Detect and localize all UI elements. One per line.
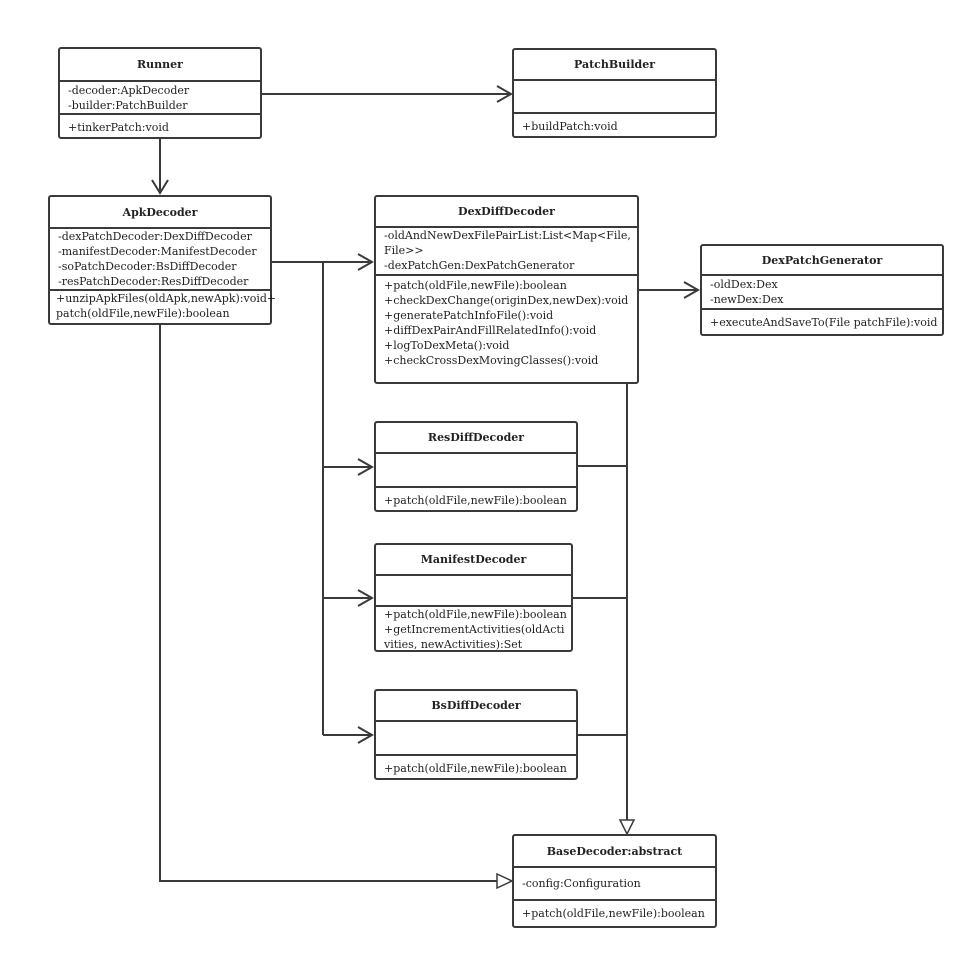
- methods-section: +executeAndSaveTo(File patchFile):void: [702, 308, 942, 330]
- class-runner[interactable]: Runner -decoder:ApkDecoder -builder:Patc…: [58, 47, 262, 139]
- attribute: -resPatchDecoder:ResDiffDecoder: [58, 275, 249, 288]
- class-name: Runner: [137, 58, 183, 71]
- method: +patch(oldFile,newFile):boolean: [384, 279, 567, 292]
- methods-section: +patch(oldFile,newFile):boolean: [514, 899, 715, 921]
- attribute: -decoder:ApkDecoder: [68, 84, 190, 97]
- attribute: -dexPatchGen:DexPatchGenerator: [384, 259, 575, 272]
- runner-to-patchbuilder-arrow: [496, 85, 514, 103]
- attributes-section: [376, 574, 571, 605]
- attribute: -config:Configuration: [522, 877, 641, 890]
- method: +logToDexMeta():void: [384, 339, 510, 352]
- method: +unzipApkFiles(oldApk,newApk):void+: [56, 292, 277, 305]
- method: +executeAndSaveTo(File patchFile):void: [710, 316, 938, 329]
- methods-section: +patch(oldFile,newFile):boolean +checkDe…: [376, 274, 637, 368]
- attribute: -oldDex:Dex: [710, 278, 778, 291]
- to-manifest-arrow: [357, 589, 375, 607]
- method: patch(oldFile,newFile):boolean: [56, 307, 230, 320]
- method: +getIncrementActivities(oldActivities, n…: [384, 623, 565, 651]
- attribute: -builder:PatchBuilder: [68, 99, 188, 112]
- class-name: BsDiffDecoder: [431, 699, 521, 712]
- methods-section: +unzipApkFiles(oldApk,newApk):void+ patc…: [50, 289, 277, 321]
- to-resdiff-arrow: [357, 458, 375, 476]
- methods-section: +buildPatch:void: [514, 112, 715, 134]
- attribute: -soPatchDecoder:BsDiffDecoder: [58, 260, 237, 273]
- class-basedecoder[interactable]: BaseDecoder:abstract -config:Configurati…: [512, 834, 717, 928]
- class-apkdecoder[interactable]: ApkDecoder -dexPatchDecoder:DexDiffDecod…: [48, 195, 277, 325]
- attribute: -dexPatchDecoder:DexDiffDecoder: [58, 230, 252, 243]
- apkdecoder-inherit-line: [159, 325, 497, 882]
- class-manifestdecoder[interactable]: ManifestDecoder +patch(oldFile,newFile):…: [374, 543, 573, 652]
- method: +buildPatch:void: [522, 120, 618, 133]
- class-name: ManifestDecoder: [420, 553, 527, 566]
- method: +checkCrossDexMovingClasses():void: [384, 354, 599, 367]
- dexdiff-to-generator-arrow: [683, 281, 701, 299]
- attributes-section: [376, 720, 576, 754]
- method: +tinkerPatch:void: [68, 121, 169, 134]
- attributes-section: -oldAndNewDexFilePairList:List<Map<File,…: [376, 226, 637, 274]
- class-name: ResDiffDecoder: [427, 431, 525, 444]
- attributes-section: -oldDex:Dex -newDex:Dex: [702, 274, 942, 308]
- method: +patch(oldFile,newFile):boolean: [522, 907, 705, 920]
- class-dexpatchgenerator[interactable]: DexPatchGenerator -oldDex:Dex -newDex:De…: [700, 244, 944, 336]
- class-name: BaseDecoder:abstract: [546, 844, 683, 858]
- method: +patch(oldFile,newFile):boolean: [384, 608, 567, 621]
- runner-to-apkdecoder-arrow: [151, 179, 169, 195]
- method: +diffDexPairAndFillRelatedInfo():void: [384, 324, 597, 337]
- class-name: DexDiffDecoder: [458, 205, 555, 218]
- apkdecoder-inherit-triangle: [496, 872, 514, 890]
- attribute: -oldAndNewDexFilePairList:List<Map<File,…: [384, 229, 631, 257]
- class-dexdiffdecoder[interactable]: DexDiffDecoder -oldAndNewDexFilePairList…: [374, 195, 639, 384]
- attributes-section: -config:Configuration: [514, 866, 715, 899]
- class-name: PatchBuilder: [573, 58, 656, 71]
- method: +checkDexChange(originDex,newDex):void: [384, 294, 629, 307]
- attribute: -newDex:Dex: [710, 293, 784, 306]
- method: +generatePatchInfoFile():void: [384, 309, 554, 322]
- bus-inherit-triangle: [618, 819, 636, 836]
- attributes-section: -dexPatchDecoder:DexDiffDecoder -manifes…: [50, 227, 270, 289]
- methods-section: +tinkerPatch:void: [60, 113, 260, 135]
- attributes-section: -decoder:ApkDecoder -builder:PatchBuilde…: [60, 80, 260, 113]
- methods-section: +patch(oldFile,newFile):boolean: [376, 486, 576, 508]
- attribute: -manifestDecoder:ManifestDecoder: [58, 245, 257, 258]
- attributes-section: [376, 452, 576, 486]
- to-bsdiff-arrow: [357, 726, 375, 744]
- methods-section: +patch(oldFile,newFile):boolean +getIncr…: [376, 605, 571, 652]
- class-bsdiffdecoder[interactable]: BsDiffDecoder +patch(oldFile,newFile):bo…: [374, 689, 578, 780]
- to-dexdiff-arrow: [357, 253, 375, 271]
- methods-section: +patch(oldFile,newFile):boolean: [376, 754, 576, 776]
- class-patchbuilder[interactable]: PatchBuilder +buildPatch:void: [512, 48, 717, 138]
- attributes-section: [514, 79, 715, 112]
- class-resdiffdecoder[interactable]: ResDiffDecoder +patch(oldFile,newFile):b…: [374, 421, 578, 512]
- method: +patch(oldFile,newFile):boolean: [384, 762, 567, 775]
- class-name: DexPatchGenerator: [761, 253, 883, 267]
- method: +patch(oldFile,newFile):boolean: [384, 494, 567, 507]
- class-name: ApkDecoder: [122, 205, 198, 219]
